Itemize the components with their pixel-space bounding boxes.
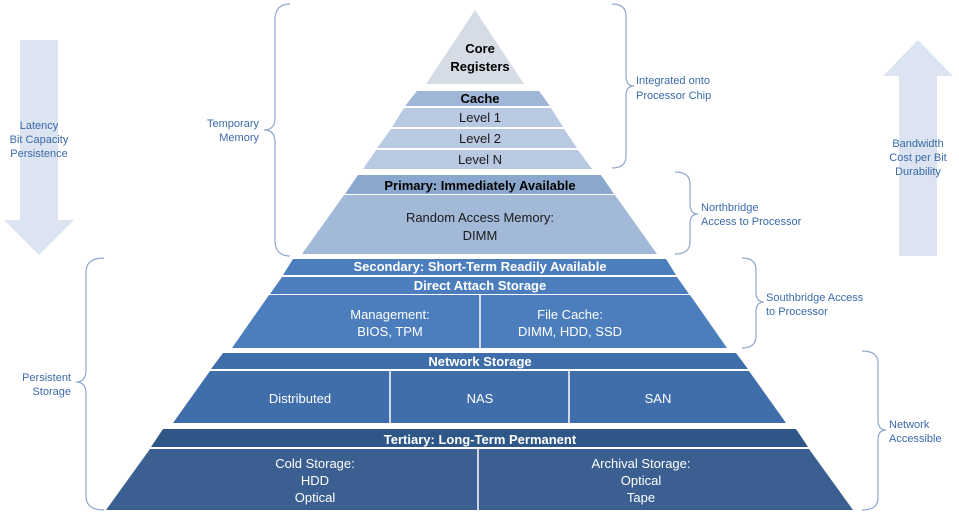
direct-attach-header-band xyxy=(270,277,689,294)
network-cell-san: SAN xyxy=(645,391,672,406)
network-storage-body-band xyxy=(173,371,786,423)
left-arrow-line-1: Latency xyxy=(20,120,59,132)
temporary-memory-label-1: Temporary xyxy=(207,118,259,130)
tertiary-header-label: Tertiary: Long-Term Permanent xyxy=(384,432,577,447)
southbridge-label-1: Southbridge Access xyxy=(766,292,864,304)
right-braces: Integrated onto Processor Chip Northbrid… xyxy=(611,3,942,511)
right-up-arrow: Bandwidth Cost per Bit Durability xyxy=(883,40,953,256)
cache-level-1-label: Level 1 xyxy=(459,110,501,125)
archival-storage-label-2: Optical xyxy=(621,473,662,488)
tertiary-body-band xyxy=(106,449,853,510)
management-label-2: BIOS, TPM xyxy=(357,324,423,339)
cache-level-1-band xyxy=(392,108,563,127)
right-arrow-line-3: Durability xyxy=(895,166,941,178)
right-arrow-line-1: Bandwidth xyxy=(892,138,943,150)
northbridge-brace xyxy=(674,171,699,255)
primary-header-label: Primary: Immediately Available xyxy=(384,178,575,193)
northbridge-label-1: Northbridge xyxy=(701,202,758,214)
network-storage-header-label: Network Storage xyxy=(428,354,531,369)
archival-storage-label-1: Archival Storage: xyxy=(592,456,691,471)
primary-body-label-1: Random Access Memory: xyxy=(406,210,554,225)
left-arrow-line-2: Bit Capacity xyxy=(10,134,69,146)
network-cell-nas: NAS xyxy=(467,391,494,406)
right-arrow-shape xyxy=(883,40,953,256)
network-accessible-brace xyxy=(861,350,887,511)
persistent-storage-label-2: Storage xyxy=(32,386,71,398)
management-label-1: Management: xyxy=(350,307,430,322)
integrated-label-1: Integrated onto xyxy=(636,75,710,87)
left-arrow-shape xyxy=(4,40,74,255)
tertiary-header-band xyxy=(151,429,808,447)
network-storage-header-band xyxy=(211,353,748,369)
file-cache-label-2: DIMM, HDD, SSD xyxy=(518,324,622,339)
secondary-header-band xyxy=(283,259,676,275)
left-down-arrow: Latency Bit Capacity Persistence xyxy=(4,40,74,255)
pyramid: Core Registers Cache Level 1 Level 2 Lev… xyxy=(106,10,853,510)
temporary-memory-label-2: Memory xyxy=(219,132,259,144)
southbridge-label-2: to Processor xyxy=(766,306,828,318)
direct-attach-header-label: Direct Attach Storage xyxy=(414,278,546,293)
primary-header-band xyxy=(345,175,614,194)
integrated-processor-brace xyxy=(611,3,635,169)
cache-header-band xyxy=(405,91,550,106)
cache-level-2-band xyxy=(377,129,577,148)
left-arrow-line-3: Persistence xyxy=(10,148,67,160)
right-arrow-line-2: Cost per Bit xyxy=(889,152,946,164)
file-cache-label-1: File Cache: xyxy=(537,307,603,322)
core-label-1: Core xyxy=(465,41,495,56)
core-registers-tier xyxy=(426,10,524,84)
core-label-2: Registers xyxy=(450,59,509,74)
temporary-memory-brace xyxy=(263,3,291,257)
southbridge-brace xyxy=(741,257,765,349)
cache-header-label: Cache xyxy=(460,91,499,106)
left-braces: Temporary Memory Persistent Storage xyxy=(22,3,291,511)
cache-level-n-band xyxy=(363,150,592,169)
cold-storage-label-2: HDD xyxy=(301,473,329,488)
network-cell-distributed: Distributed xyxy=(269,391,331,406)
northbridge-label-2: Access to Processor xyxy=(701,216,802,228)
persistent-storage-brace xyxy=(75,257,105,511)
primary-body-label-2: DIMM xyxy=(463,228,498,243)
cache-level-n-label: Level N xyxy=(458,152,502,167)
secondary-header-label: Secondary: Short-Term Readily Available xyxy=(353,259,606,274)
persistent-storage-label-1: Persistent xyxy=(22,372,71,384)
cold-storage-label-1: Cold Storage: xyxy=(275,456,355,471)
archival-storage-label-3: Tape xyxy=(627,490,655,505)
network-accessible-label-2: Accessible xyxy=(889,433,942,445)
network-accessible-label-1: Network xyxy=(889,419,930,431)
integrated-label-2: Processor Chip xyxy=(636,90,711,102)
primary-body-band xyxy=(302,195,657,254)
cache-level-2-label: Level 2 xyxy=(459,131,501,146)
cold-storage-label-3: Optical xyxy=(295,490,336,505)
